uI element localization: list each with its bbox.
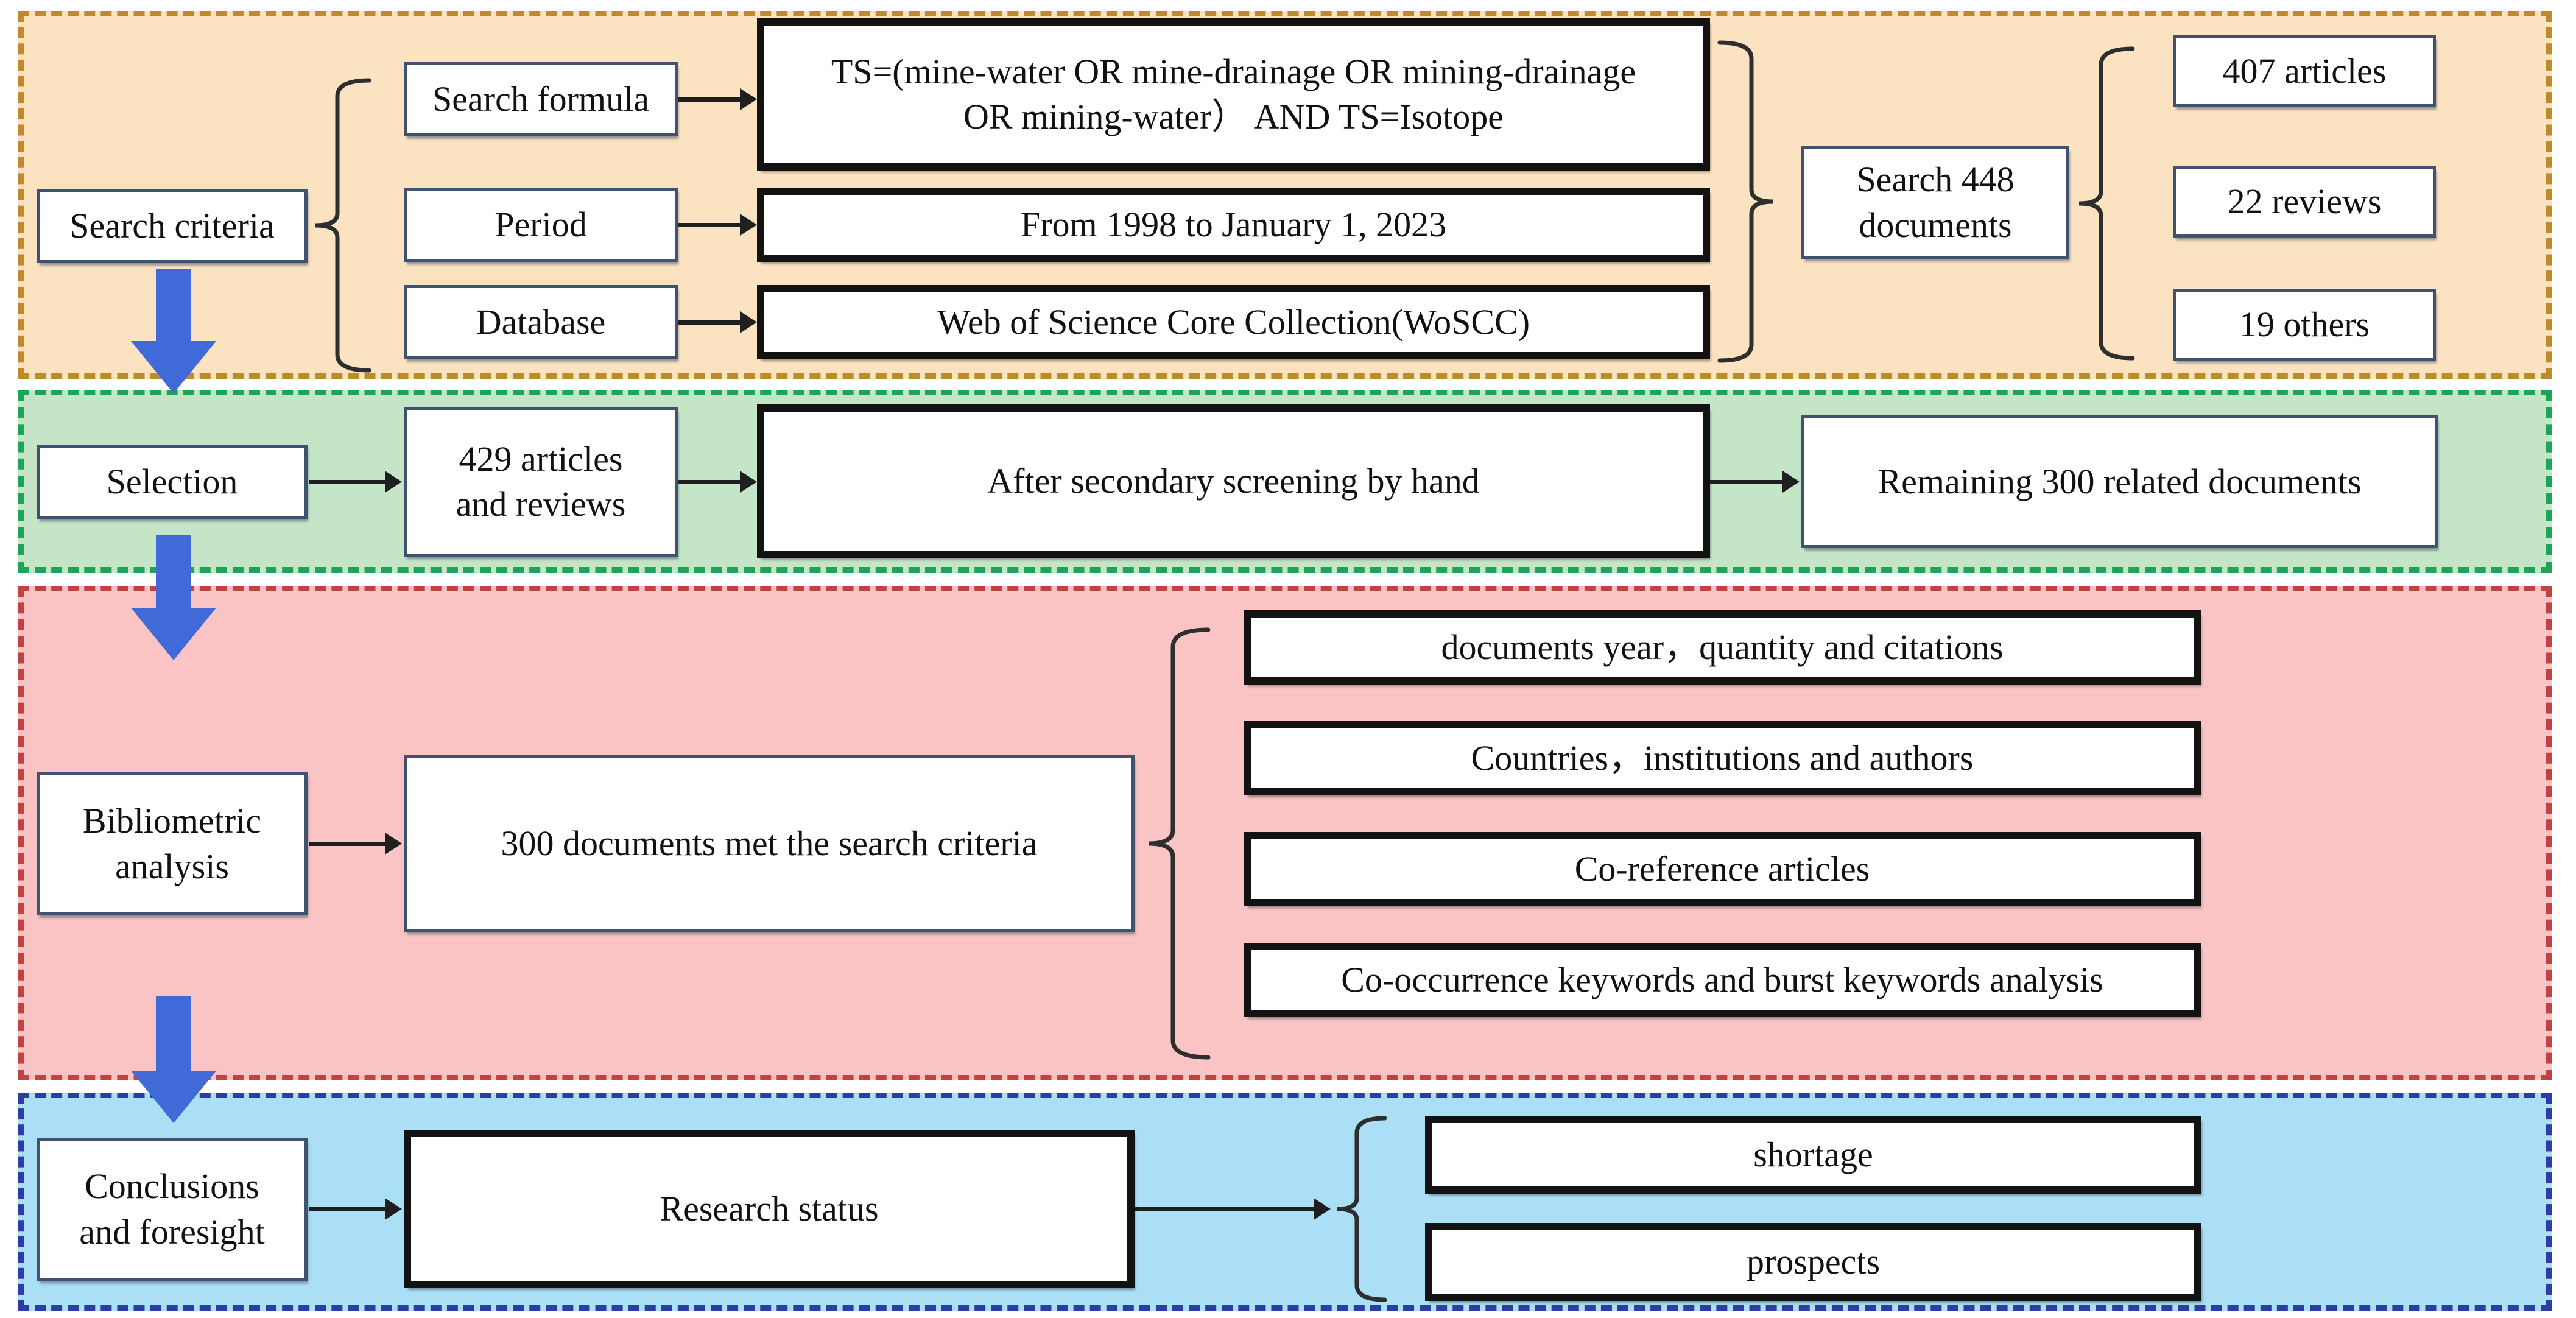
arrow-screening-to-remaining [1710, 471, 1800, 493]
selection-box: Selection [37, 445, 308, 519]
period-value-box: From 1998 to January 1, 2023 [757, 188, 1710, 262]
prospects-box: prospects [1425, 1223, 2201, 1301]
curly-brace-documents-merge [1717, 40, 1774, 363]
database-value-box: Web of Science Core Collection(WoSCC) [757, 285, 1710, 359]
conclusions-foresight-box: Conclusions and foresight [37, 1138, 308, 1281]
database-box: Database [404, 285, 678, 359]
secondary-screening-box: After secondary screening by hand [757, 404, 1710, 558]
search-result-box: Search 448 documents [1801, 146, 2069, 259]
arrow-formula-to-value [678, 88, 757, 110]
remaining-documents-box: Remaining 300 related documents [1801, 415, 2438, 548]
bibliometric-analysis-box: Bibliometric analysis [37, 772, 308, 915]
down-arrow-stage3-to-stage4 [131, 996, 216, 1123]
arrow-selection-to-count [309, 471, 402, 493]
curly-brace-analyses [1148, 627, 1211, 1060]
co-occurrence-keywords-box: Co-occurrence keywords and burst keyword… [1244, 943, 2201, 1017]
down-arrow-stage1-to-stage2 [131, 269, 216, 393]
curly-brace-criteria [315, 78, 371, 373]
curly-brace-documents-split [2078, 46, 2135, 361]
arrow-count-to-screening [678, 471, 757, 493]
down-arrow-stage2-to-stage3 [131, 535, 216, 660]
arrow-database-to-value [678, 311, 757, 333]
documents-met-criteria-box: 300 documents met the search criteria [404, 755, 1135, 932]
search-formula-box: Search formula [404, 62, 678, 136]
arrow-bibliometric-to-documents [309, 833, 402, 855]
period-box: Period [404, 188, 678, 262]
articles-reviews-count-box: 429 articles and reviews [404, 407, 678, 557]
arrow-status-to-outputs [1135, 1198, 1331, 1220]
countries-institutions-authors-box: Countries，institutions and authors [1244, 721, 2201, 795]
articles-count-box: 407 articles [2173, 35, 2436, 107]
others-count-box: 19 others [2173, 289, 2436, 361]
year-quantity-citations-box: documents year，quantity and citations [1244, 610, 2201, 685]
arrow-period-to-value [678, 214, 757, 236]
search-criteria-box: Search criteria [37, 189, 308, 263]
shortage-box: shortage [1425, 1116, 2201, 1194]
co-reference-articles-box: Co-reference articles [1244, 832, 2201, 906]
search-formula-value-box: TS=(mine-water OR mine-drainage OR minin… [757, 18, 1710, 171]
arrow-conclusions-to-status [309, 1198, 402, 1220]
reviews-count-box: 22 reviews [2173, 166, 2436, 238]
curly-brace-conclusions [1337, 1116, 1387, 1302]
research-status-box: Research status [404, 1130, 1135, 1288]
